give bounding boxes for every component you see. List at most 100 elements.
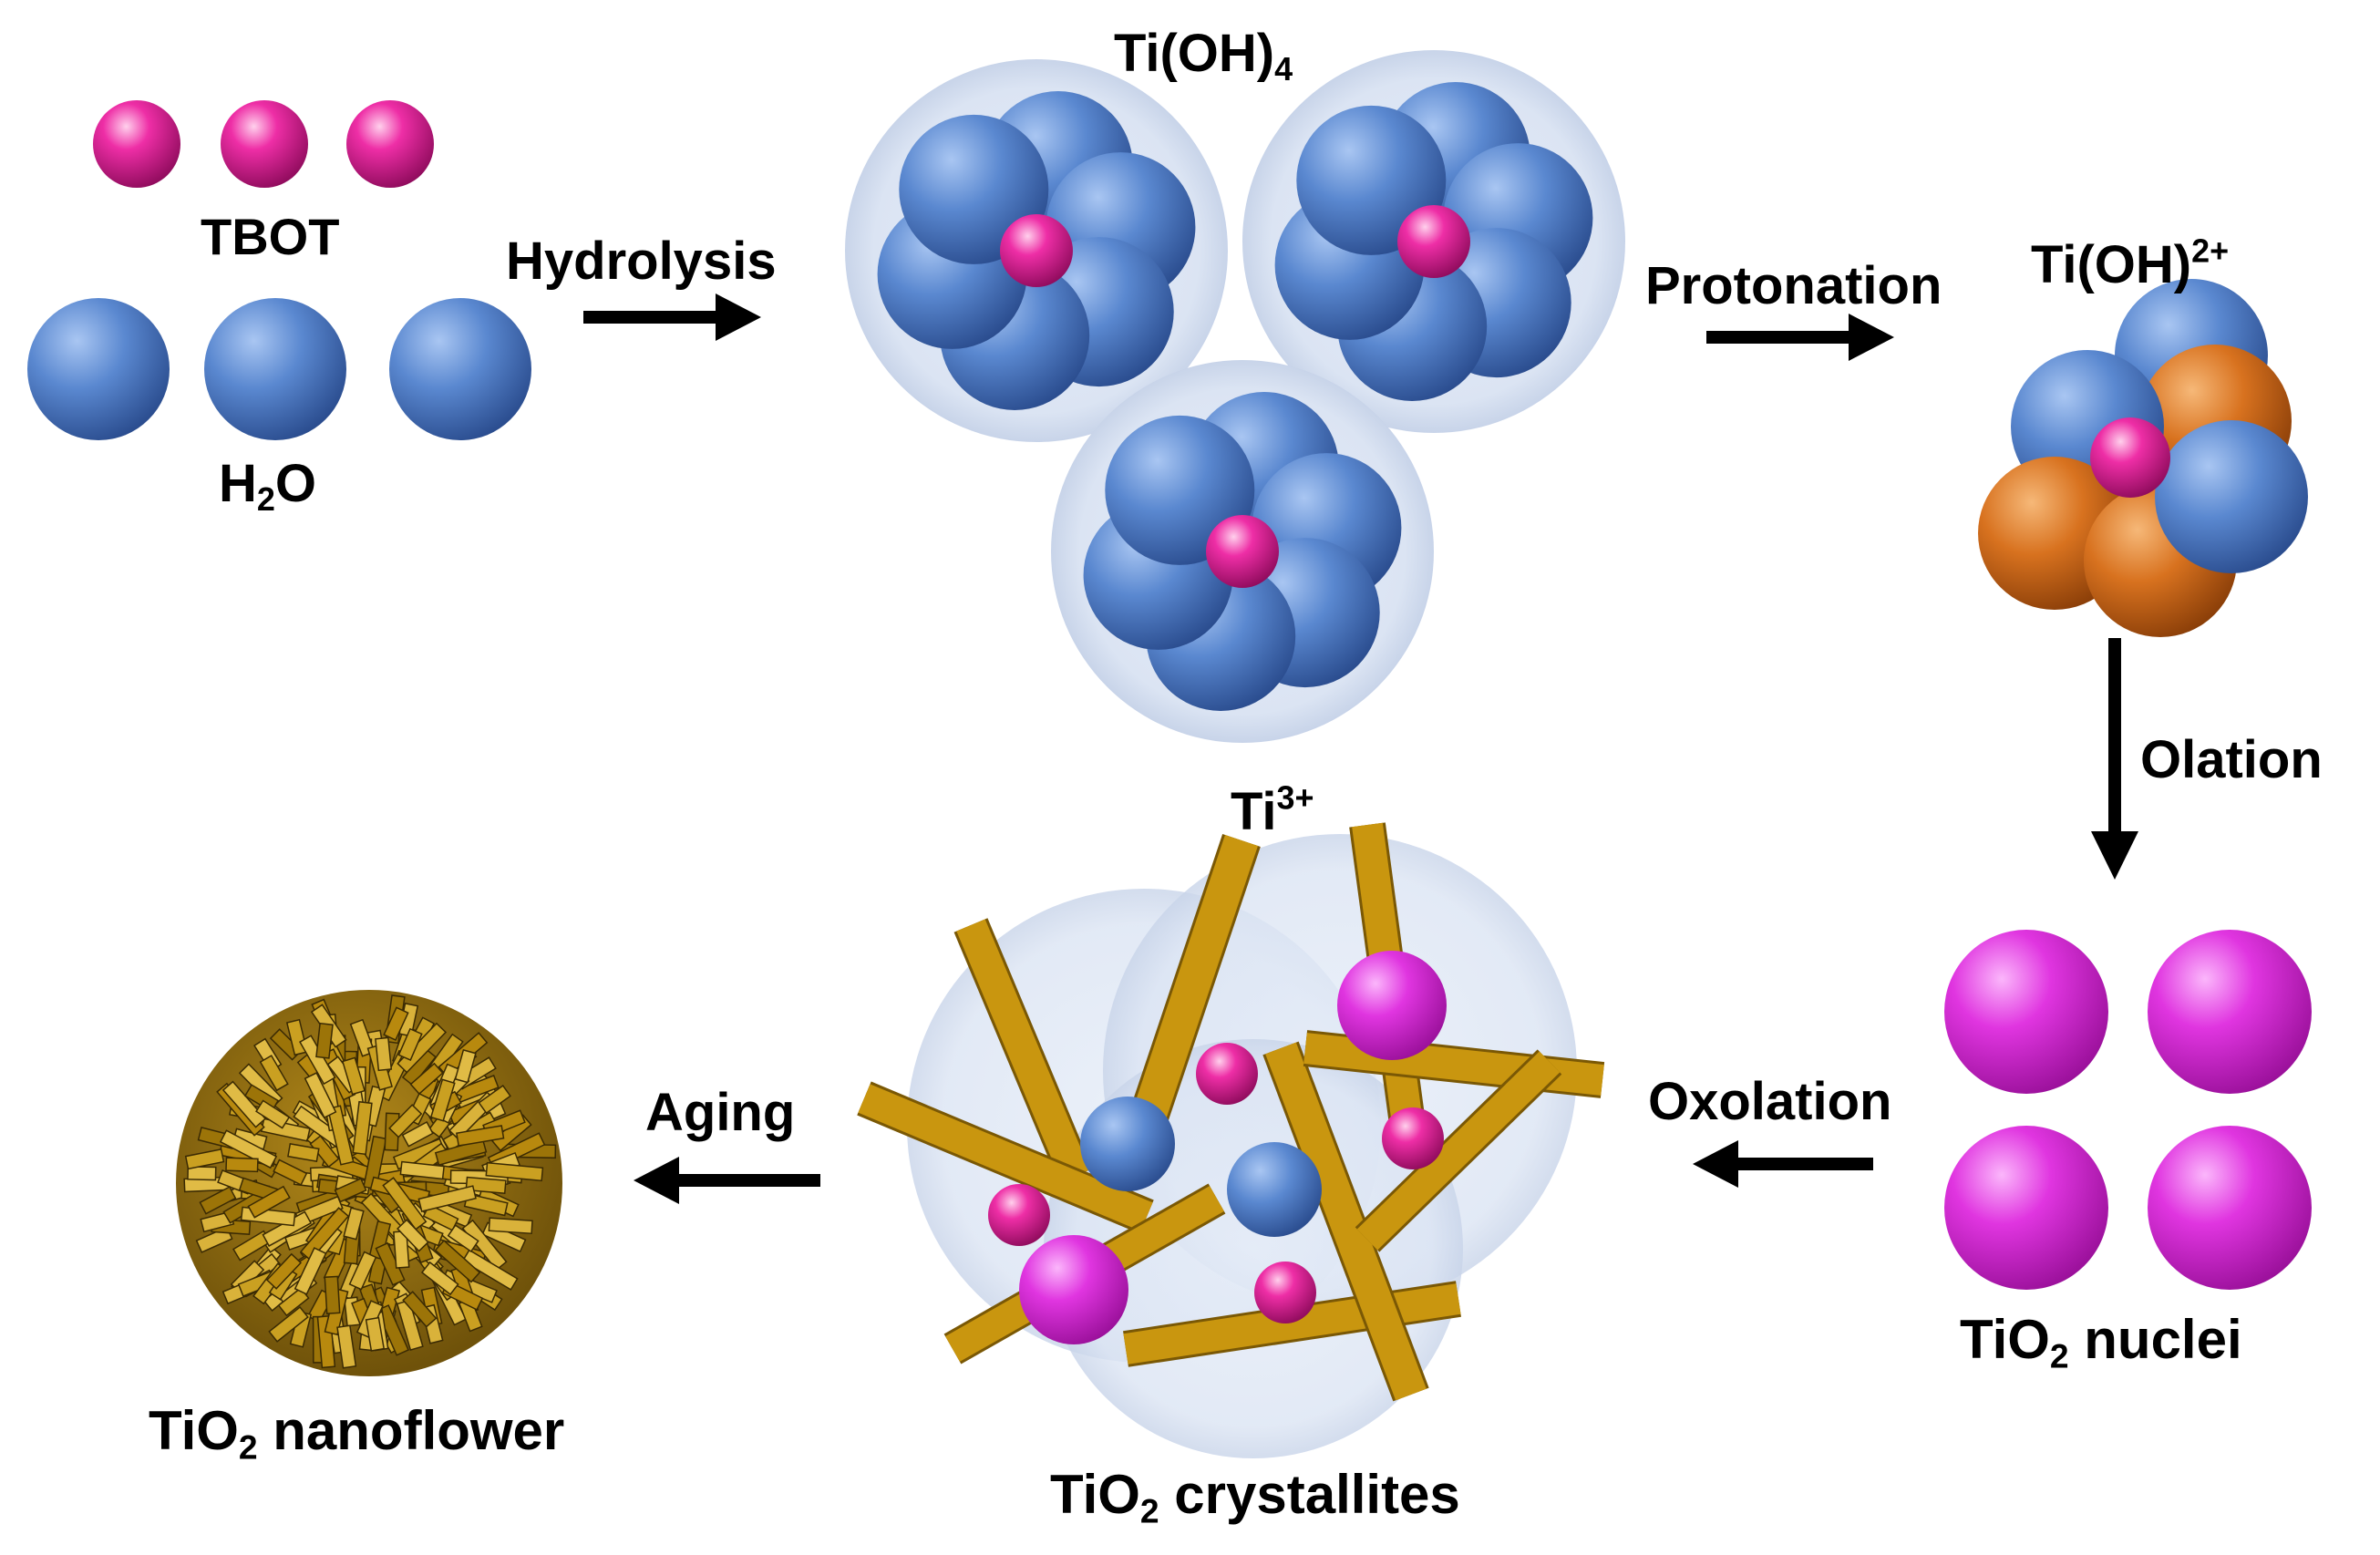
nanoflower-petal (273, 1159, 308, 1186)
crystallites-subscript: 2 (1139, 1491, 1159, 1530)
nanoflower-petal (309, 1135, 340, 1169)
ti3-small-sphere (1196, 1043, 1258, 1105)
nucleus-small-sphere (1019, 1235, 1128, 1344)
aging-label: Aging (645, 1083, 796, 1142)
nanoflower-petal (184, 1148, 225, 1170)
nanoflower-petal (247, 1185, 291, 1219)
tio2-crystallites-label: TiO2 crystallites (1050, 1464, 1460, 1529)
tbot-group (93, 100, 434, 188)
tio2-crystallites-group (857, 822, 1605, 1458)
nanoflower-petal (265, 1252, 303, 1290)
nanoflower-petal (388, 1104, 423, 1138)
hydrolysis-arrow (583, 293, 761, 341)
nanoflower-petal (336, 1324, 357, 1369)
nanoflower-petal (429, 1078, 456, 1122)
nucleus-sphere (1944, 1126, 2108, 1290)
h2o-subscript: 2 (256, 480, 275, 519)
nanoflower-petal (465, 1176, 507, 1195)
nanoflower-petal (348, 1251, 377, 1291)
tbot-label: TBOT (201, 208, 340, 265)
nanoflower-petal (304, 1072, 337, 1119)
crystallite-rod (1122, 834, 1259, 1150)
tio2-nanoflower (176, 990, 562, 1376)
nanoflower-petal (402, 1291, 438, 1328)
nucleus-small-sphere (1337, 951, 1447, 1060)
nanoflower-petal (365, 1316, 386, 1352)
protonation-arrow (1706, 314, 1894, 361)
hydrolysis-label: Hydrolysis (506, 232, 777, 291)
nucleus-sphere (2148, 1126, 2312, 1290)
nuclei-subscript: 2 (2049, 1336, 2069, 1375)
ti-center-sphere (1397, 205, 1470, 278)
nanoflower-petal (399, 1160, 445, 1180)
ti3-superscript: 3+ (1276, 778, 1314, 817)
nanoflower-petal (478, 1085, 511, 1115)
nanoflower-petal (454, 1049, 477, 1084)
oxolation-arrow (1693, 1140, 1873, 1188)
ti3-label: Ti3+ (1231, 781, 1314, 839)
nanoflower-petal (401, 1121, 434, 1148)
tbot-sphere (93, 100, 180, 188)
nanoflower-petal (294, 1247, 327, 1295)
tioh2-main: Ti(OH) (2031, 235, 2192, 294)
nanoflower-tail: nanoflower (257, 1400, 565, 1461)
tioh4-cluster (1242, 50, 1625, 433)
nanoflower-petal (287, 1143, 320, 1163)
crystallite-rods (857, 822, 1605, 1402)
nanoflower-petal (315, 1022, 334, 1059)
nanoflower-petal (349, 1018, 376, 1057)
hydroxyl-small-sphere (1227, 1142, 1322, 1237)
nanoflower-petal (375, 1036, 393, 1072)
nanoflower-petal (268, 1305, 309, 1343)
nanoflower-petal (456, 1125, 505, 1147)
nuclei-main: TiO (1960, 1309, 2050, 1370)
nanoflower-petal (376, 1304, 409, 1356)
crystallite-rod (858, 1084, 1153, 1231)
nanoflower-petal (259, 1055, 289, 1092)
nanoflower-petal (187, 1166, 217, 1181)
nucleus-sphere (2148, 930, 2312, 1094)
nanoflower-petal (363, 1135, 387, 1190)
nanoflower-petal (219, 1129, 278, 1169)
hydroxyl-sphere (2155, 420, 2308, 573)
ti-center-sphere (1206, 515, 1279, 588)
crystallite-rod (956, 919, 1090, 1182)
nucleus-sphere (1944, 930, 2108, 1094)
nanoflower-petal (341, 1056, 366, 1096)
crystallites-tail: crystallites (1159, 1464, 1460, 1525)
nanoflower-petal (417, 1185, 477, 1212)
tioh4-cluster (845, 59, 1228, 442)
nanoflower-petals (183, 994, 557, 1369)
nanoflower-petal (299, 1207, 350, 1262)
nanoflower-petal (383, 1006, 409, 1042)
ti3-small-sphere (1382, 1107, 1444, 1169)
nanoflower-petal (324, 1275, 341, 1314)
nanoflower-petal (488, 1217, 533, 1235)
nanoflower-petal (222, 1080, 267, 1128)
olation-arrow (2091, 638, 2138, 880)
nanoflower-petal (461, 1249, 519, 1291)
tioh4-clusters (845, 50, 1625, 743)
crystallite-rod (1265, 1042, 1427, 1401)
water-sphere (389, 298, 531, 440)
tio2-nanoflower-label: TiO2 nanoflower (149, 1404, 564, 1465)
tio2-nuclei-group (1944, 930, 2312, 1290)
nanoflower-petal (434, 1240, 481, 1283)
nanoflower-petal (352, 1100, 373, 1156)
tioh4-subscript: 4 (1274, 50, 1293, 88)
nanoflower-petal (397, 1219, 429, 1252)
tioh4-cluster (1051, 360, 1434, 743)
tioh4-label: Ti(OH)4 (1114, 27, 1293, 86)
nanoflower-petal (447, 1224, 479, 1253)
olation-label: Olation (2140, 730, 2323, 789)
nuclei-tail: nuclei (2068, 1309, 2242, 1370)
tioh2-label: Ti(OH)2+ (2031, 234, 2229, 292)
nanoflower-petal (334, 1178, 367, 1203)
aging-arrow (634, 1157, 820, 1204)
h2o-label: H2O (219, 458, 316, 516)
tio2-nuclei-label: TiO2 nuclei (1960, 1313, 2242, 1374)
water-sphere (27, 298, 170, 440)
water-group (27, 298, 531, 440)
water-sphere (204, 298, 346, 440)
nanoflower-petal (199, 1186, 237, 1215)
